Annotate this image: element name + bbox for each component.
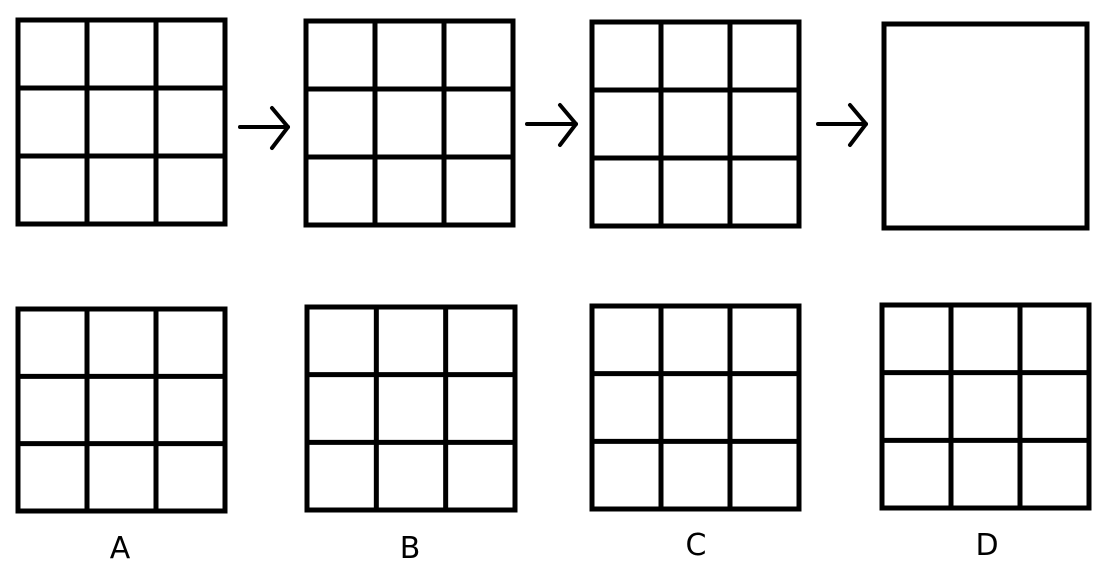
option-label-d: D [975, 528, 998, 563]
option-label-b: B [400, 531, 421, 566]
option-panel-c-frame [589, 303, 802, 512]
sequence-panel-1 [15, 17, 228, 227]
sequence-panel-4 [881, 21, 1090, 231]
sequence-panel-2-frame [303, 18, 516, 228]
sequence-row [15, 17, 1090, 231]
options-row [15, 302, 1092, 514]
sequence-panel-4-frame [881, 21, 1090, 231]
option-panel-b [304, 304, 518, 513]
arrows [238, 103, 868, 150]
sequence-panel-3-frame [589, 19, 802, 229]
option-panel-a-frame [15, 306, 228, 514]
sequence-panel-1-frame [15, 17, 228, 227]
option-panel-d-frame [879, 302, 1092, 511]
option-panel-a [15, 306, 228, 514]
option-panel-b-frame [304, 304, 518, 513]
arrow-right-icon [238, 106, 290, 150]
option-label-c: C [686, 528, 707, 563]
sequence-panel-3 [589, 19, 802, 229]
arrow-right-icon [816, 103, 868, 147]
option-label-a: A [110, 531, 131, 566]
option-panel-c [589, 303, 802, 512]
arrow-right-icon [525, 103, 578, 147]
option-panel-d [879, 302, 1092, 511]
sequence-panel-2 [303, 18, 516, 228]
